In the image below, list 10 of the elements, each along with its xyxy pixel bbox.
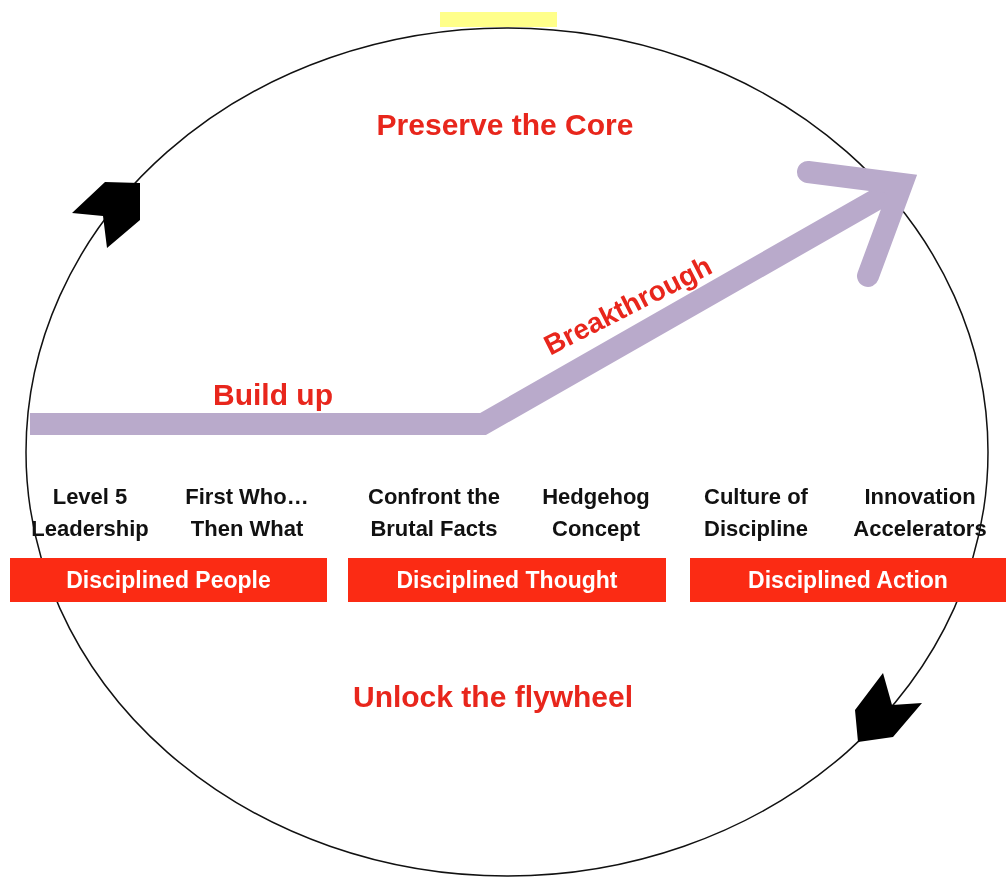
pillar-label: First Who… Then What bbox=[184, 483, 310, 543]
arrow-label: Build up bbox=[213, 378, 333, 412]
heading-text: Unlock the flywheel bbox=[352, 680, 634, 714]
category-bar: Disciplined Thought bbox=[348, 558, 666, 602]
pillar-label: Confront the Brutal Facts bbox=[367, 483, 501, 543]
heading-text: Preserve the Core bbox=[376, 108, 634, 142]
category-bar: Disciplined People bbox=[10, 558, 327, 602]
category-bar: Disciplined Action bbox=[690, 558, 1006, 602]
pillar-label: Culture of Discipline bbox=[703, 483, 809, 543]
pillar-label: Hedgehog Concept bbox=[541, 483, 651, 543]
